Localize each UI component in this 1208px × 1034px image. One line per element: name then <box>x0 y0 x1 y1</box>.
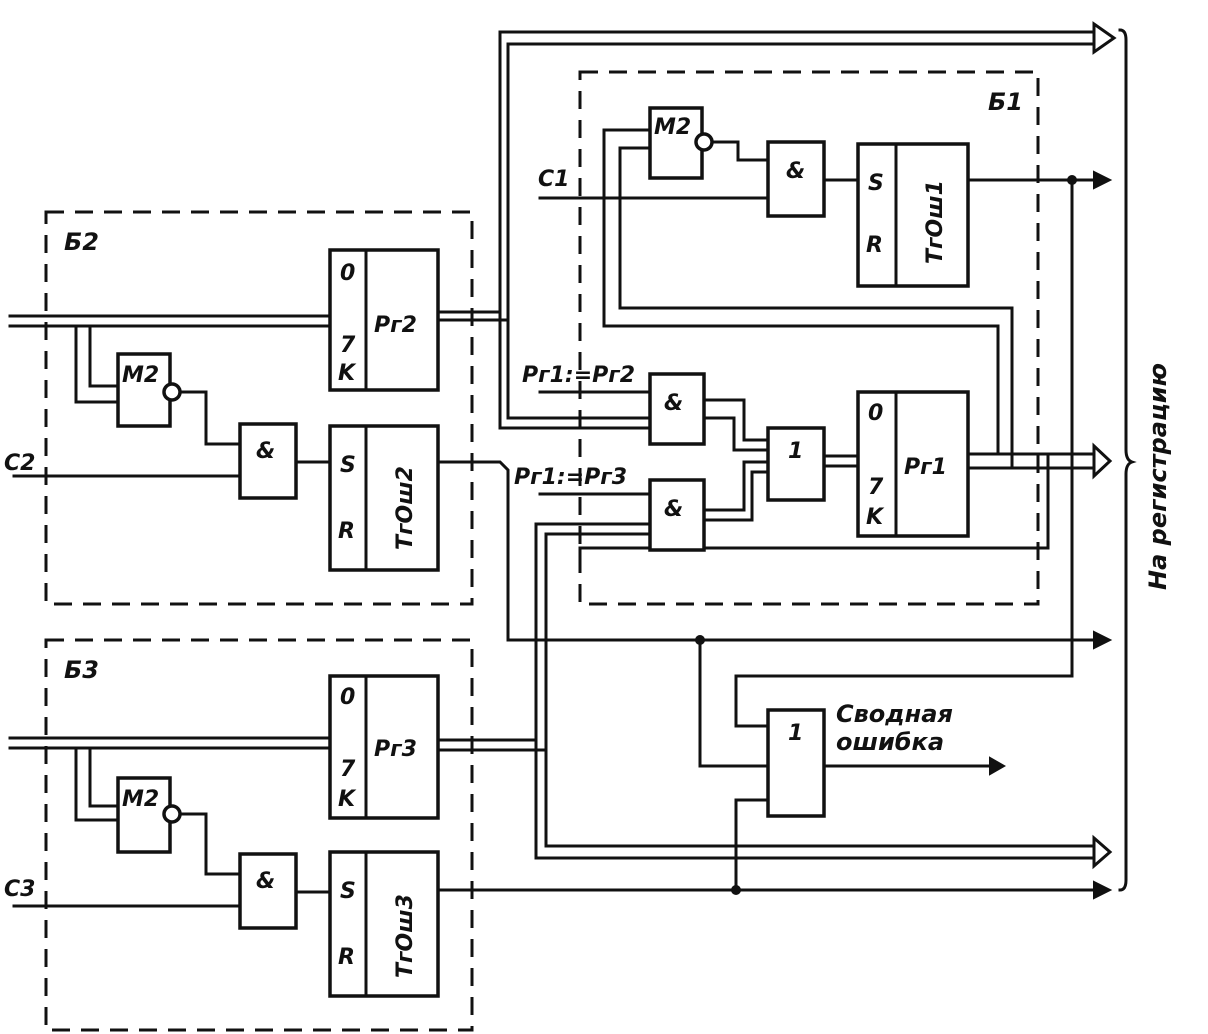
register-rg2 <box>328 248 440 392</box>
b1-or-gate <box>766 426 826 502</box>
b1-and-label: & <box>786 159 805 184</box>
register-rg1 <box>856 390 970 538</box>
registration-label: На регистрацию <box>1144 363 1172 590</box>
rg2-bit0: 0 <box>340 261 355 286</box>
arrowheads <box>989 21 1117 900</box>
b3-xor-m2 <box>116 776 172 854</box>
rg1-k: K <box>866 505 885 530</box>
b3-trigger-label: ТгОш3 <box>393 894 418 978</box>
rg1-bit0: 0 <box>868 401 883 426</box>
rg1-bit7: 7 <box>868 475 884 500</box>
b3-and-gate <box>238 852 298 930</box>
rg1-rg3-and-label: & <box>664 497 683 522</box>
block-b2-outline <box>44 210 474 606</box>
summary-or-label: 1 <box>788 721 803 746</box>
b3-m2-label: М2 <box>122 787 159 812</box>
summary-error-label-line1: Сводная <box>836 700 953 728</box>
b1-error-trigger <box>856 142 970 288</box>
b3-trigger-r: R <box>338 945 355 970</box>
b2-m2-inverter-bubble <box>162 382 182 402</box>
b2-trigger-label: ТгОш2 <box>393 466 418 550</box>
rg3-bit7: 7 <box>340 757 356 782</box>
b1-and-gate <box>766 140 826 218</box>
b3-and-label: & <box>256 869 275 894</box>
b2-trigger-s: S <box>340 453 356 478</box>
rg2-label: Рг2 <box>374 313 417 338</box>
rg1-rg2-signal-label: Рг1:=Рг2 <box>522 363 635 388</box>
junction-dots <box>695 175 1077 895</box>
rg1-rg3-and-gate <box>648 478 706 552</box>
rg1-rg2-and-label: & <box>664 391 683 416</box>
block-b1-label: Б1 <box>988 88 1023 116</box>
rg2-k: K <box>338 361 357 386</box>
c3-label: C3 <box>4 877 35 902</box>
c1-label: C1 <box>538 167 569 192</box>
b3-error-trigger <box>328 850 440 998</box>
b1-or-label: 1 <box>788 439 803 464</box>
b1-trigger-s: S <box>868 171 884 196</box>
rg2-bit7: 7 <box>340 333 356 358</box>
rg3-label: Рг3 <box>374 737 417 762</box>
b1-m2-label: М2 <box>654 115 691 140</box>
summary-error-label-line2: ошибка <box>836 728 944 756</box>
b1-trigger-r: R <box>866 233 883 258</box>
rg1-label: Рг1 <box>904 455 947 480</box>
c2-label: C2 <box>4 451 35 476</box>
rg3-k: K <box>338 787 357 812</box>
block-b3-outline <box>44 638 474 1032</box>
summary-or-gate <box>766 708 826 818</box>
b2-and-gate <box>238 422 298 500</box>
b3-trigger-s: S <box>340 879 356 904</box>
block-b1-outline <box>578 70 1040 606</box>
register-rg3 <box>328 674 440 820</box>
b2-m2-label: М2 <box>122 363 159 388</box>
b1-m2-inverter-bubble <box>694 132 714 152</box>
rg1-rg3-signal-label: Рг1:=Рг3 <box>514 465 627 490</box>
rg1-rg2-and-gate <box>648 372 706 446</box>
b3-m2-inverter-bubble <box>162 804 182 824</box>
block-b2-label: Б2 <box>64 228 99 256</box>
b2-error-trigger <box>328 424 440 572</box>
registration-brace <box>1118 28 1137 892</box>
b1-trigger-label: ТгОш1 <box>923 180 948 264</box>
block-b3-label: Б3 <box>64 656 99 684</box>
rg3-bit0: 0 <box>340 685 355 710</box>
b2-trigger-r: R <box>338 519 355 544</box>
b2-and-label: & <box>256 439 275 464</box>
